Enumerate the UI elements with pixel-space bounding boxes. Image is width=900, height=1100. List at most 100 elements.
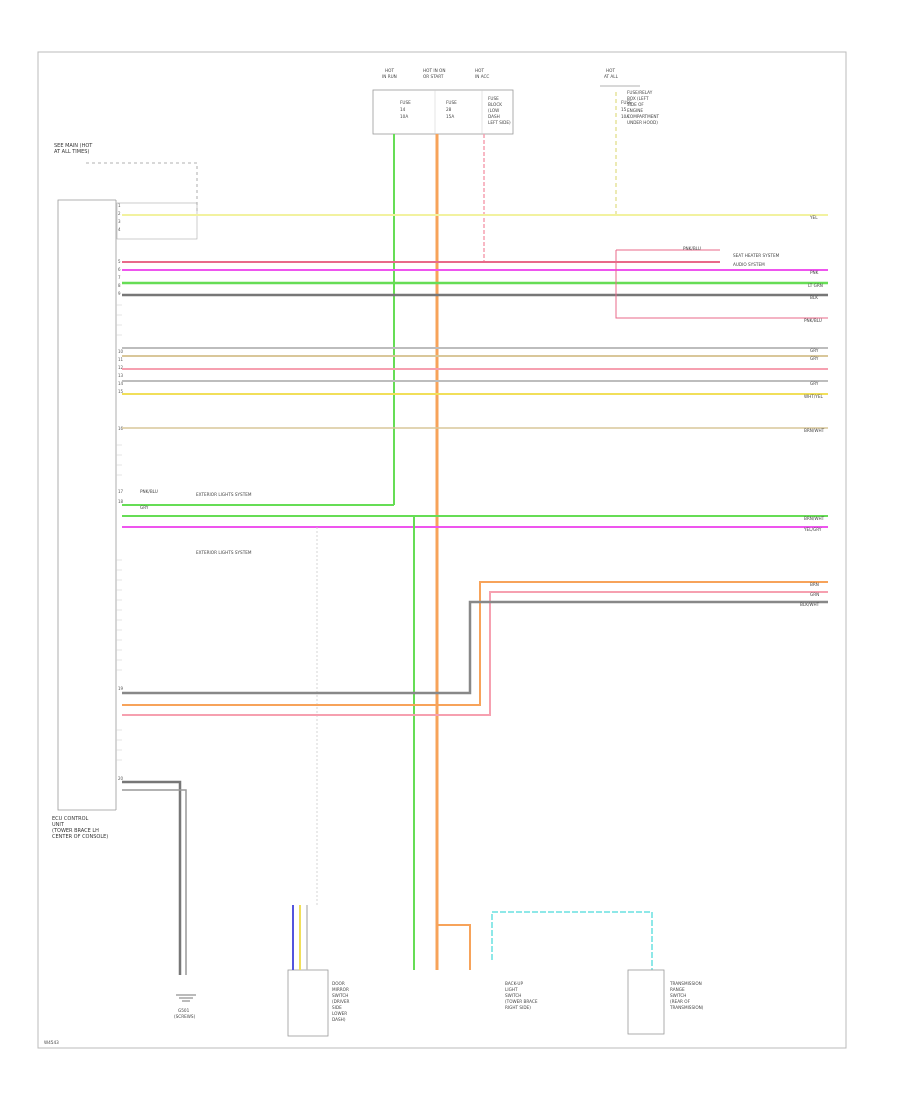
wire-label: GRY: [140, 505, 149, 510]
pin-number: 14: [118, 381, 124, 386]
ecu-title-line: ECU CONTROL: [52, 816, 89, 822]
ref-text: SEAT HEATER SYSTEM: [733, 253, 780, 258]
wire-pink-relay: [615, 249, 828, 319]
wire-orange-bottom: [437, 924, 471, 970]
pin-number: 6: [118, 267, 121, 272]
fuse-right-header: HOT: [606, 68, 615, 73]
fuse-text: FUSE: [488, 96, 499, 101]
pin-number: 3: [118, 219, 121, 224]
page-code: W4543: [44, 1040, 59, 1045]
fuse-right-header: AT ALL: [604, 74, 619, 79]
ref-text: EXTERIOR LIGHTS SYSTEM: [196, 550, 252, 555]
transmission-switch-label: TRANSMISSION: [669, 981, 702, 986]
fuse-right-text: 15: [621, 107, 627, 112]
pin-number: 15: [118, 389, 124, 394]
transmission-switch-label: (REAR OF: [670, 999, 691, 1004]
pin-number: 5: [118, 259, 121, 264]
ecu-title-line: UNIT: [52, 822, 65, 828]
backup-switch-label: RIGHT SIDE): [505, 1005, 531, 1010]
wire-ground-2: [122, 789, 187, 975]
fuse-text: 15A: [446, 114, 454, 119]
wire-label: PNK/BLU: [804, 318, 822, 323]
ecu-pin-ticks: [116, 304, 122, 761]
fuse-text: LEFT SIDE): [488, 120, 511, 125]
pin-number: 20: [118, 776, 124, 781]
fuse-text: 14: [400, 107, 406, 112]
fuse-header: IN ACC: [475, 74, 489, 79]
pin-number: 16: [118, 426, 124, 431]
wire-label: PNK/BLU: [140, 489, 158, 494]
pin-number: 9: [118, 291, 121, 296]
ecu-pin-numbers: 1 2 3 4 5 6 7 8 9 10 11 12 13 14 15 16 1…: [118, 203, 124, 781]
fuse-header: HOT IN ON: [423, 68, 445, 73]
pin-number: 12: [118, 365, 124, 370]
door-mirror-switch-label: LOWER: [332, 1011, 347, 1016]
fuse-text: FUSE: [400, 100, 411, 105]
backup-switch-label: SWITCH: [505, 993, 521, 998]
ecu-title-line: CENTER OF CONSOLE): [52, 834, 108, 840]
ecu-title-line: (TOWER BRACE LH: [52, 828, 99, 834]
transmission-switch-box: [627, 969, 665, 1035]
transmission-switch-label: TRANSMISSION): [669, 1005, 704, 1010]
fuse-text: FUSE: [446, 100, 457, 105]
wire-label: BRN/WHT: [804, 516, 825, 521]
wire-pink-low: [122, 591, 828, 716]
fuse-text: BLOCK: [488, 102, 502, 107]
fuse-text: DASH: [488, 114, 500, 119]
backup-switch-label: LIGHT: [505, 987, 518, 992]
pin-number: 19: [118, 686, 124, 691]
backup-switch-label: BACK-UP: [505, 981, 523, 986]
wire-label: YEL/GRY: [803, 527, 822, 532]
pin-number: 17: [118, 489, 124, 494]
fuse-right-side: COMPARTMENT: [627, 114, 660, 119]
sensor-top-label: SEE MAIN (HOT: [54, 143, 93, 149]
door-mirror-switch-label: DASH): [332, 1017, 346, 1022]
pin-number: 2: [118, 211, 121, 216]
sensor-top-label: AT ALL TIMES): [54, 149, 89, 155]
fuse-header: OR START: [423, 74, 444, 79]
pin-number: 7: [118, 275, 121, 280]
pin-number: 18: [118, 499, 124, 504]
backup-switch-label: (TOWER BRACE: [505, 999, 538, 1004]
door-mirror-switch-label: (DRIVER: [332, 999, 350, 1004]
transmission-switch-label: RANGE: [670, 987, 685, 992]
fuse-right-side: BOX (LEFT: [627, 96, 649, 101]
pin-number: 4: [118, 227, 121, 232]
wire-label: LT GRN: [808, 283, 823, 288]
pin-number: 13: [118, 373, 124, 378]
fuse-right-text: 10A: [621, 114, 629, 119]
fuse-right-side: SIDE OF: [627, 102, 644, 107]
transmission-switch-label: SWITCH: [670, 993, 686, 998]
fuse-header: HOT: [475, 68, 484, 73]
wire-ground: [122, 780, 182, 975]
wire-orange-low: [122, 581, 828, 706]
ground-label: G501: [178, 1008, 190, 1013]
wire-label: BLK: [810, 295, 818, 300]
fuse-right-text: FUSE: [621, 100, 632, 105]
wire-label: BLK/WHT: [800, 602, 820, 607]
fuse-header: IN RUN: [382, 74, 397, 79]
fuse-header: HOT: [385, 68, 394, 73]
sensor-dashed-wire: [86, 162, 198, 215]
pin-number: 10: [118, 349, 124, 354]
pin-number: 8: [118, 283, 121, 288]
pin-number: 1: [118, 203, 121, 208]
wire-label: GRY: [810, 348, 819, 353]
fuse-block: [372, 89, 514, 135]
door-mirror-switch-box: [287, 969, 329, 1037]
wire-label: BRN: [810, 582, 819, 587]
wire-label: PNK/BLU: [683, 246, 701, 251]
door-mirror-switch-label: MIRROR: [332, 987, 349, 992]
wire-label: GRN: [810, 592, 819, 597]
pin-number: 11: [118, 357, 124, 362]
fuse-text: 28: [446, 107, 452, 112]
door-mirror-switch-label: SIDE: [332, 1005, 342, 1010]
diagram-frame: [37, 51, 847, 1049]
ground-symbol: [176, 994, 196, 1002]
fuse-text: (LOW: [488, 108, 499, 113]
wire-cyan: [491, 911, 653, 970]
ref-text: AUDIO SYSTEM: [733, 262, 765, 267]
wire-label: WHT/YEL: [804, 394, 823, 399]
wire-label: YEL: [809, 215, 818, 220]
ground-label: (SCREWS): [174, 1014, 196, 1019]
